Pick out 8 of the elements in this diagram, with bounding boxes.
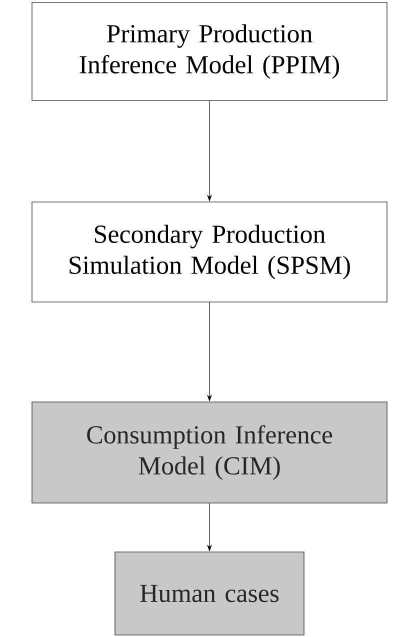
box-text: Primary Production Inference Model (PPIM) <box>80 24 340 79</box>
box-text: Secondary Production Simulation Model (SPSM) <box>70 224 350 280</box>
box-text: Consumption Inference Model (CIM) <box>87 425 332 480</box>
process-box <box>32 402 388 504</box>
box-text: Human cases <box>140 584 279 602</box>
process-box <box>32 2 388 101</box>
process-box <box>114 552 304 636</box>
process-box <box>32 202 388 302</box>
